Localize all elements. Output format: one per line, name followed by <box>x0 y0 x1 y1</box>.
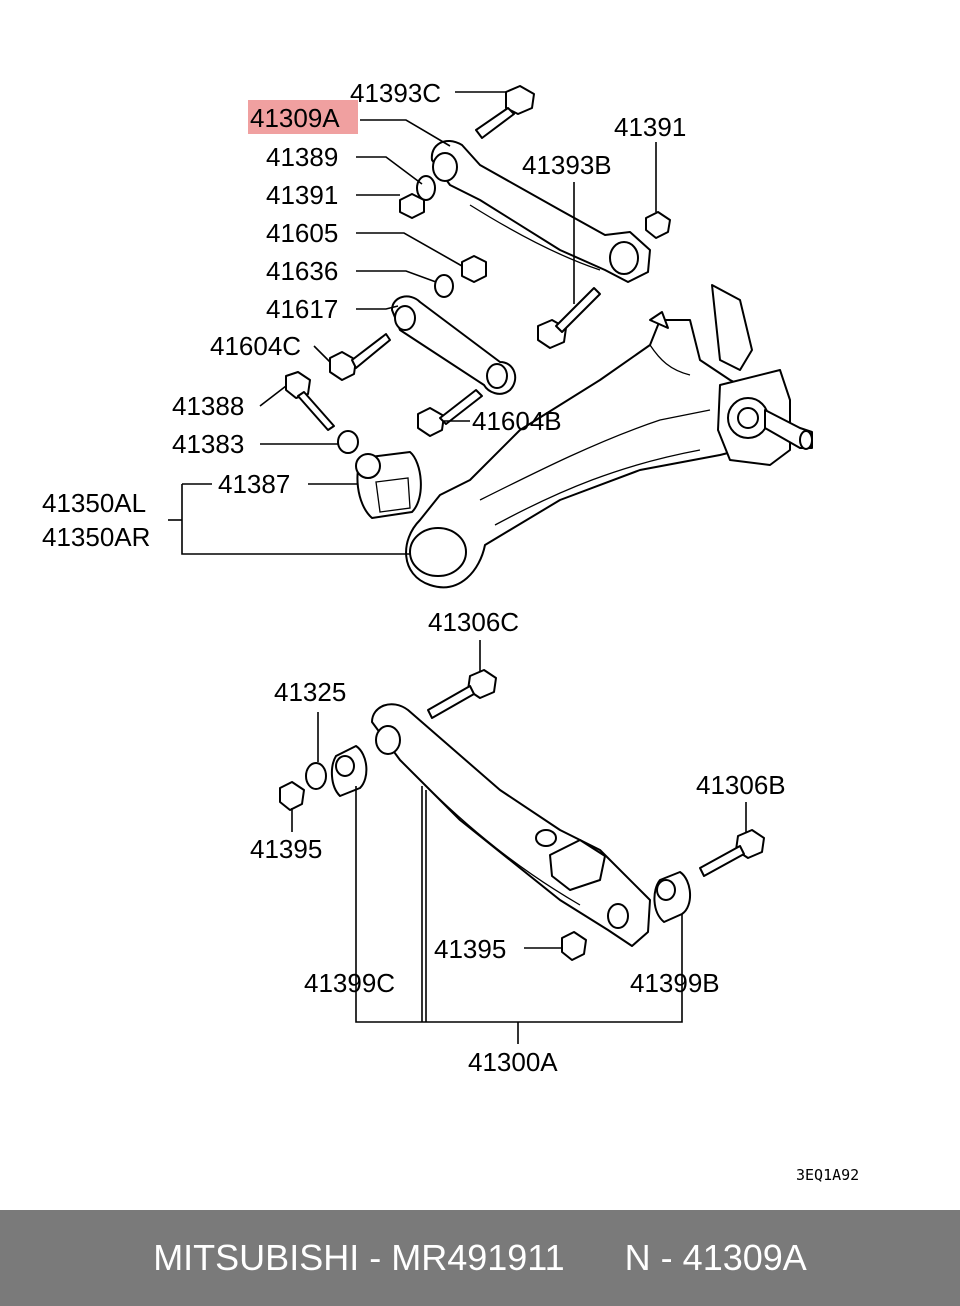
label-41383: 41383 <box>172 429 244 459</box>
footer-brand: MITSUBISHI <box>153 1237 360 1278</box>
label-41306C: 41306C <box>428 607 519 637</box>
bushing-41399B <box>653 871 691 923</box>
footer-gap <box>565 1237 625 1279</box>
label-41636: 41636 <box>266 256 338 286</box>
bushing-41387 <box>355 451 422 519</box>
label-41350AL: 41350AL <box>42 488 146 518</box>
label-41388: 41388 <box>172 391 244 421</box>
label-41604B: 41604B <box>472 406 562 436</box>
upper-arm-41309A <box>430 140 651 283</box>
label-41395-left: 41395 <box>250 834 322 864</box>
label-41389: 41389 <box>266 142 338 172</box>
label-41393B: 41393B <box>522 150 612 180</box>
bolt-41393C <box>475 85 535 139</box>
label-41325: 41325 <box>274 677 346 707</box>
bolt-41388 <box>285 371 335 431</box>
label-41391-left: 41391 <box>266 180 338 210</box>
footer-separator-1: - <box>359 1237 392 1278</box>
footer-separator-2: - <box>650 1237 683 1278</box>
link-41617 <box>391 295 517 395</box>
part-labels: 41393C 41309A 41389 41391 41391 41393B 4… <box>42 78 859 1184</box>
footer-bar: MITSUBISHI - MR491911 N - 41309A <box>0 1210 960 1306</box>
footer-part-number: MR491911 <box>391 1237 565 1278</box>
highlight-box <box>248 100 358 134</box>
nut-41391-left <box>399 193 425 219</box>
washer-41389 <box>416 175 436 201</box>
lower-arm-41300A <box>371 703 651 947</box>
washer-41383 <box>337 430 359 454</box>
label-41391-right: 41391 <box>614 112 686 142</box>
exploded-parts-diagram: 41393C 41309A 41389 41391 41391 41393B 4… <box>42 78 859 1184</box>
bushing-41399C <box>330 745 368 797</box>
label-41393C: 41393C <box>350 78 441 108</box>
nut-41391-right <box>645 211 671 239</box>
label-41306B: 41306B <box>696 770 786 800</box>
washer-41325 <box>305 762 327 790</box>
label-41605: 41605 <box>266 218 338 248</box>
label-41350AR: 41350AR <box>42 522 150 552</box>
label-41617: 41617 <box>266 294 338 324</box>
label-41387: 41387 <box>218 469 290 499</box>
label-41399C: 41399C <box>304 968 395 998</box>
bolt-41604B <box>417 389 483 437</box>
label-41309A: 41309A <box>250 103 340 133</box>
nut-41395-bottom <box>561 931 587 961</box>
nut-41605 <box>461 255 487 283</box>
washer-41636 <box>434 274 454 298</box>
leader-lines <box>168 91 747 1044</box>
bolt-41306C <box>427 669 497 719</box>
diagram-code: 3EQ1A92 <box>796 1166 859 1184</box>
label-41399B: 41399B <box>630 968 720 998</box>
footer-prefix: N <box>624 1237 651 1278</box>
trailing-arm-41350A <box>405 284 813 589</box>
label-41300A: 41300A <box>468 1047 558 1077</box>
bolt-41306B <box>699 829 765 877</box>
label-41395-bottom: 41395 <box>434 934 506 964</box>
bolt-41604C <box>329 333 391 381</box>
nut-41395-left <box>279 781 305 811</box>
bolt-41393B <box>537 287 601 349</box>
footer-reference: 41309A <box>682 1237 807 1278</box>
label-41604C: 41604C <box>210 331 301 361</box>
